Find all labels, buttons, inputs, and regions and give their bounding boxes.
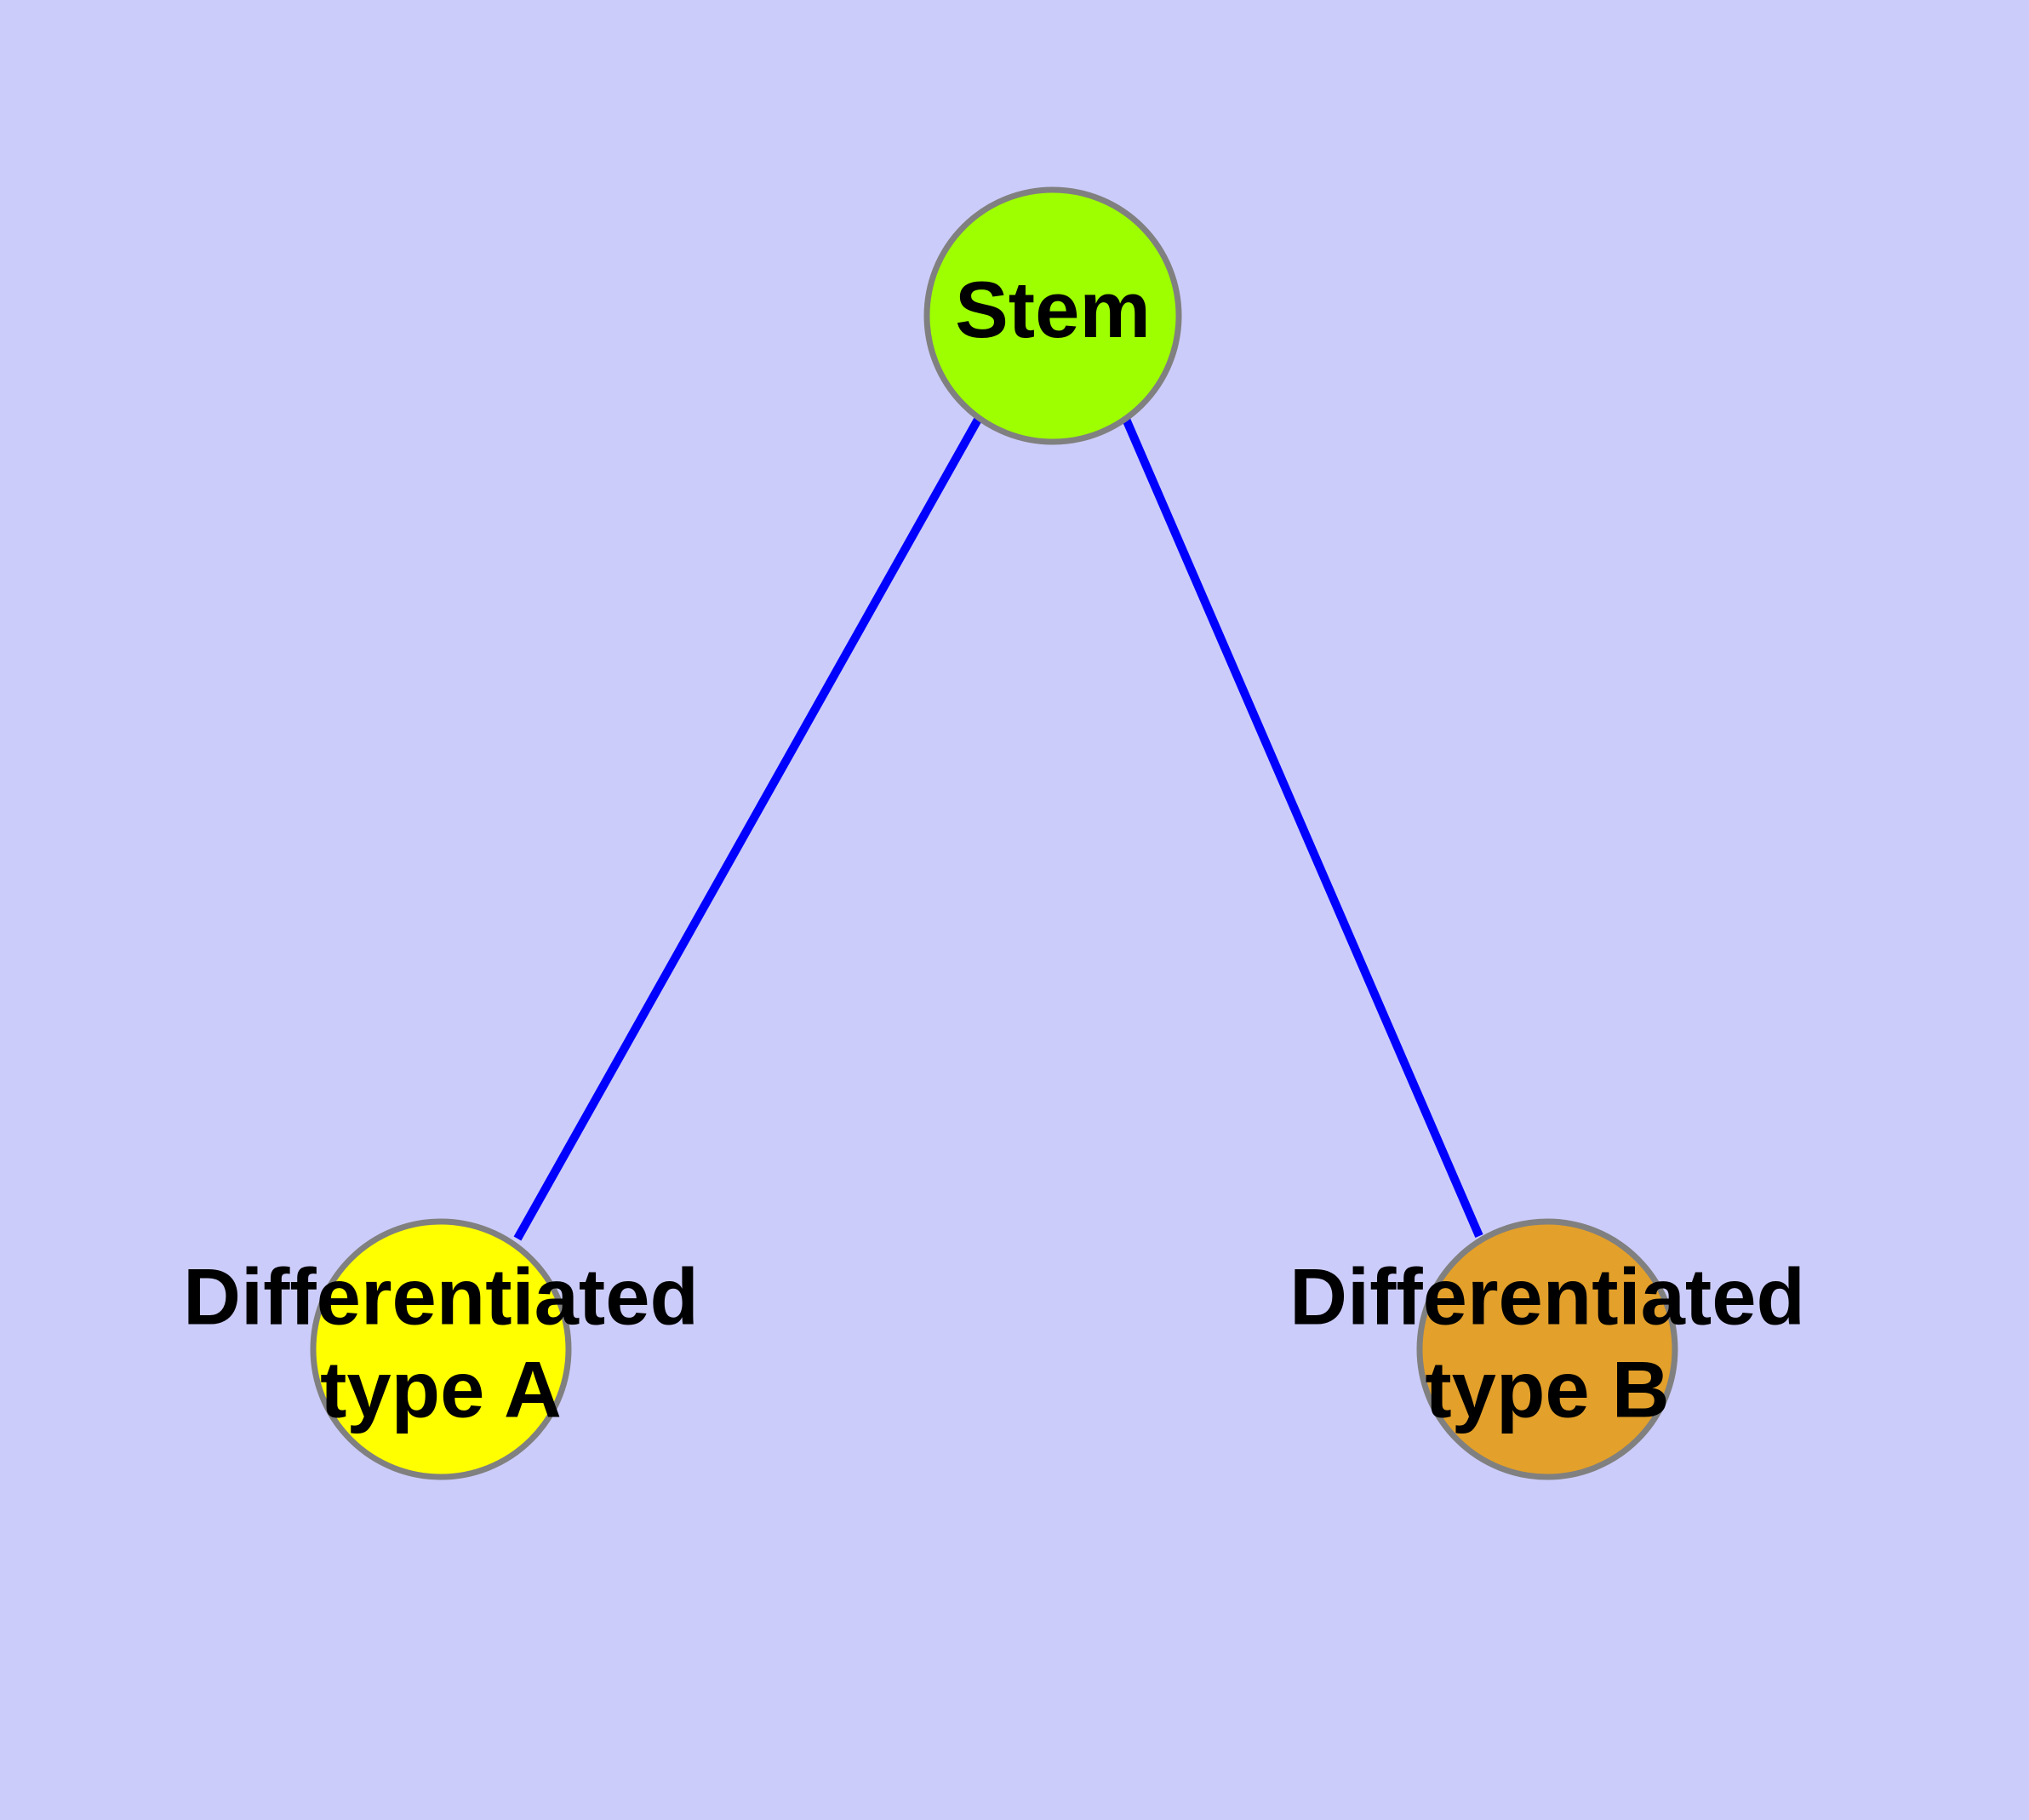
node-circle-stem[interactable] [923, 186, 1182, 445]
node-circle-diff-a[interactable] [310, 1218, 572, 1480]
edge-stem-diff-b [1121, 415, 1483, 1238]
edge-stem-diff-a [513, 415, 983, 1241]
node-circle-diff-b[interactable] [1416, 1218, 1678, 1480]
node-stem[interactable]: Stem [923, 186, 1182, 445]
edges-layer [513, 415, 1483, 1241]
